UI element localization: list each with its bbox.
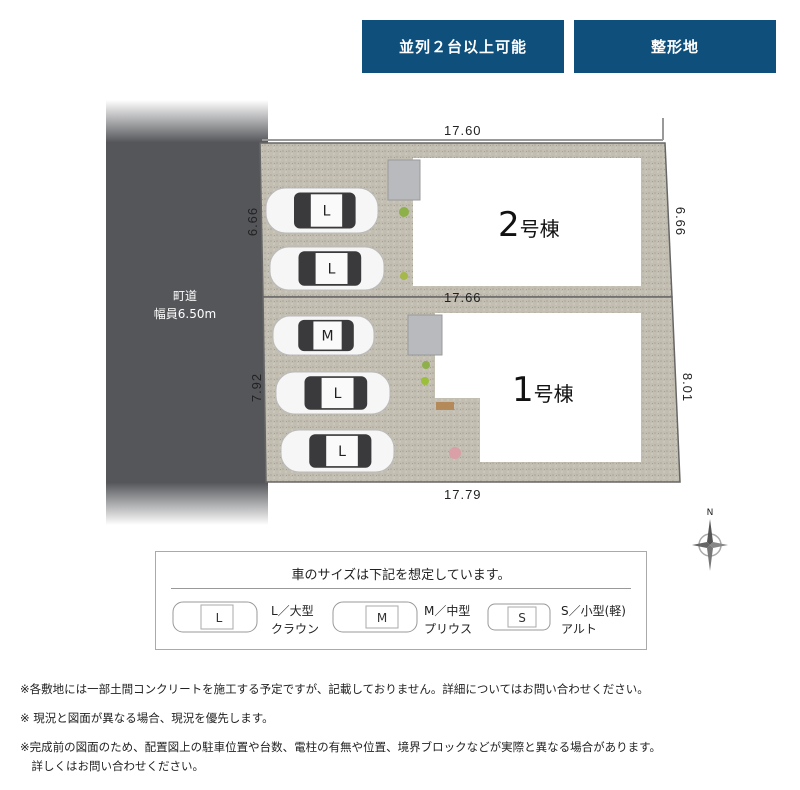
compass-north-label: N xyxy=(707,508,714,518)
parked-car-1: L xyxy=(265,187,379,234)
legend-item-small: S／小型(軽) アルト xyxy=(561,602,626,638)
car-outline-medium-icon: M xyxy=(332,601,418,633)
car-badge: S xyxy=(518,611,526,625)
note-contact: 詳しくはお問い合わせください。 xyxy=(20,759,204,773)
road-width: 幅員6.50m xyxy=(153,307,217,321)
car-badge: M xyxy=(377,611,387,625)
dim-right-upper: 6.66 xyxy=(673,206,689,237)
legend-divider xyxy=(171,588,631,589)
compass-icon: N xyxy=(690,505,730,579)
building-2 xyxy=(413,158,641,286)
feature-badge-parallel-parking: 並列２台以上可能 xyxy=(362,20,564,73)
building-1 xyxy=(435,313,641,462)
note-priority: ※ 現況と図面が異なる場合、現況を優先します。 xyxy=(20,711,274,725)
car-size-label: M xyxy=(321,329,333,345)
legend-model: アルト xyxy=(561,622,597,636)
car-outline-small-icon: S xyxy=(487,603,551,631)
building-number: 1 xyxy=(512,370,534,410)
dim-top: 17.60 xyxy=(444,123,482,138)
building-number: 2 xyxy=(498,205,520,245)
parked-car-5: L xyxy=(280,429,395,473)
parked-car-2: L xyxy=(269,246,385,291)
feature-badge-regular-shape: 整形地 xyxy=(574,20,776,73)
car-badge: L xyxy=(216,611,223,625)
legend-size: L／大型 xyxy=(271,604,314,618)
building-suffix: 号棟 xyxy=(519,217,560,241)
legend-model: クラウン xyxy=(271,622,320,636)
legend-size: S／小型(軽) xyxy=(561,604,626,618)
parked-car-4: L xyxy=(275,371,391,415)
plant-icon xyxy=(421,377,429,385)
note-disclaimer: ※完成前の図面のため、配置図上の駐車位置や台数、電柱の有無や位置、境界ブロックな… xyxy=(20,740,661,754)
car-outline-large-icon: L xyxy=(172,601,258,633)
legend-model: プリウス xyxy=(424,622,473,636)
entry-steps-2 xyxy=(387,159,421,201)
plant-icon xyxy=(400,272,408,280)
car-size-label: L xyxy=(338,444,346,460)
legend-size: M／中型 xyxy=(424,604,471,618)
entry-steps-1 xyxy=(407,314,443,356)
note-concrete: ※各敷地には一部土間コンクリートを施工する予定ですが、記載しておりません。詳細に… xyxy=(20,682,649,696)
road-label: 町道 幅員6.50m xyxy=(130,287,240,323)
dim-left-upper: 6.66 xyxy=(245,206,261,237)
car-size-label: L xyxy=(328,262,336,278)
dim-left-lower: 7.92 xyxy=(249,372,265,403)
car-size-label: L xyxy=(334,386,342,402)
plant-icon xyxy=(422,361,430,369)
building-suffix: 号棟 xyxy=(533,382,574,406)
road xyxy=(106,100,268,525)
play-area-icon xyxy=(449,447,461,459)
legend-item-large: L／大型クラウン xyxy=(271,602,319,638)
road-name: 町道 xyxy=(172,289,197,303)
parked-car-3: M xyxy=(272,315,375,356)
legend-item-medium: M／中型プリウス xyxy=(424,602,472,638)
plant-icon xyxy=(399,207,409,217)
dim-bottom: 17.79 xyxy=(444,487,482,502)
car-size-label: L xyxy=(323,204,331,220)
car-size-legend: 車のサイズは下記を想定しています。 L L／大型クラウン M M／中型プリウス … xyxy=(155,551,647,650)
bench-icon xyxy=(436,402,454,410)
site-plan-drawing: L L M L L xyxy=(106,100,681,525)
dim-middle: 17.66 xyxy=(444,290,482,305)
legend-title: 車のサイズは下記を想定しています。 xyxy=(291,568,511,583)
dim-right-lower: 8.01 xyxy=(680,372,696,403)
